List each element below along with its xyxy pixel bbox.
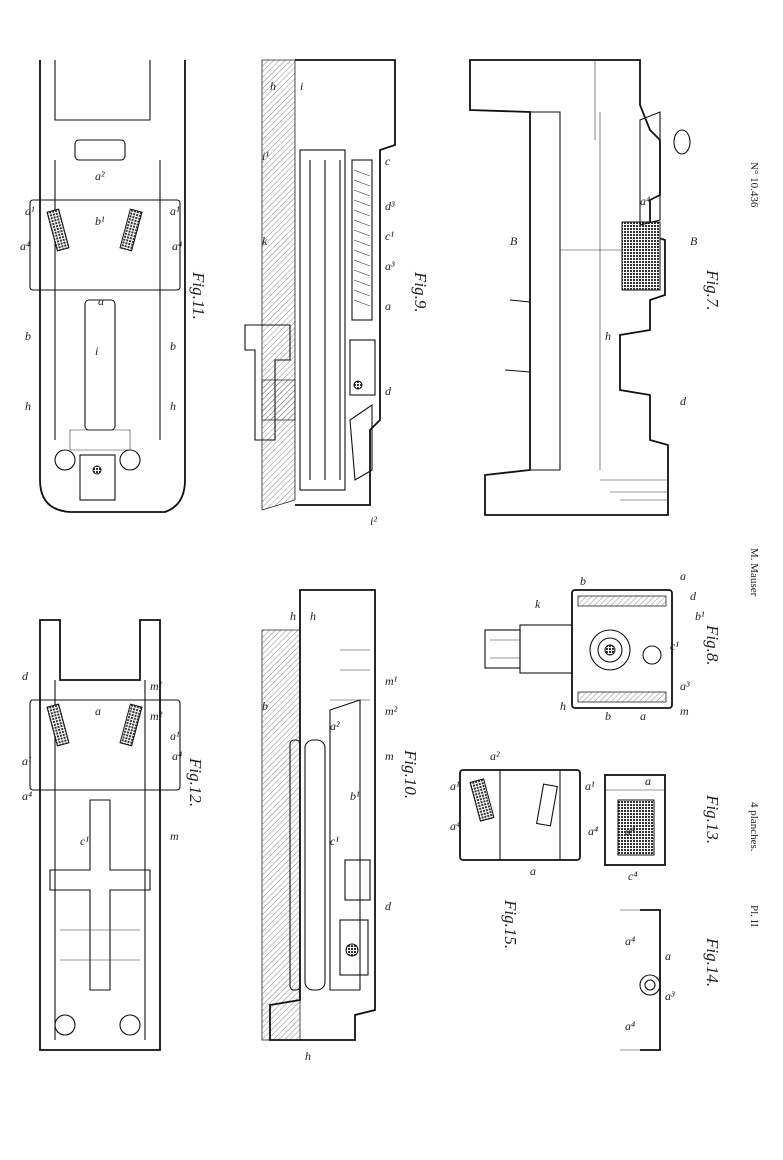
fig11-letter-i: i xyxy=(95,344,98,358)
fig12-drawing xyxy=(29,619,181,1051)
fig9-letter-c1: c¹ xyxy=(385,229,394,243)
fig10-letter-m: m xyxy=(385,749,394,763)
fig8-letter-c1: c¹ xyxy=(670,639,679,653)
fig11-letter-a4-left: a⁴ xyxy=(20,239,30,253)
fig9-drawing xyxy=(244,59,396,511)
fig7-drawing xyxy=(469,59,691,516)
fig15-drawing xyxy=(459,769,581,861)
fig12-letter-a: a xyxy=(95,704,101,718)
fig9-letter-d3: d³ xyxy=(385,199,395,213)
fig11-letter-b-right: b xyxy=(170,339,176,353)
fig15-letter-a4-right: a⁴ xyxy=(588,824,598,838)
fig9-letter-d: d xyxy=(385,384,392,398)
fig10-letter-c1: c¹ xyxy=(330,834,339,848)
fig12-letter-d: d xyxy=(22,669,29,683)
fig8-letter-k: k xyxy=(535,597,541,611)
reference-letters: B B a⁴ h d a d b¹ b k c¹ a³ h b a m h i … xyxy=(20,79,705,1063)
fig8-letter-b: b xyxy=(580,574,586,588)
fig10-letter-m2: m² xyxy=(385,704,398,718)
fig11-letter-a2: a² xyxy=(95,169,105,183)
fig11-letter-a: a xyxy=(98,294,104,308)
fig10-letter-h1: h xyxy=(290,609,296,623)
fig9-letter-a: a xyxy=(385,299,391,313)
fig7-letter-h: h xyxy=(605,329,611,343)
fig8-letter-h: h xyxy=(560,699,566,713)
fig8-letter-b2: b xyxy=(605,709,611,723)
fig8-drawing xyxy=(484,589,673,709)
fig12-letter-m2: m² xyxy=(150,709,163,723)
fig13-drawing xyxy=(604,774,666,866)
fig9-letter-a3: a³ xyxy=(385,259,395,273)
fig10-drawing xyxy=(261,589,376,1041)
fig8-letter-d: d xyxy=(690,589,697,603)
fig11-letter-a4-right: a⁴ xyxy=(172,239,182,253)
fig10-letter-m1: m¹ xyxy=(385,674,398,688)
fig15-letter-a: a xyxy=(530,864,536,878)
fig7-letter-B1: B xyxy=(510,234,518,248)
fig9-letter-i1: i¹ xyxy=(262,149,269,163)
fig9-letter-k: k xyxy=(262,234,268,248)
fig9-letter-h: h xyxy=(270,79,276,93)
fig11-letter-a1-left: a¹ xyxy=(25,204,35,218)
fig8-letter-m: m xyxy=(680,704,689,718)
fig10-letter-h3: h xyxy=(305,1049,311,1063)
fig7-letter-d: d xyxy=(680,394,687,408)
fig8-letter-a: a xyxy=(680,569,686,583)
fig12-letter-m1: m¹ xyxy=(150,679,163,693)
fig12-letter-a4-left: a⁴ xyxy=(22,789,32,803)
fig10-letter-h2: h xyxy=(310,609,316,623)
fig12-letter-a1-left: a¹ xyxy=(22,754,32,768)
fig11-letter-b1: b¹ xyxy=(95,214,105,228)
fig9-letter-i2: i² xyxy=(370,514,377,528)
fig11-letter-a1-right: a¹ xyxy=(170,204,180,218)
fig14-letter-a4-bottom: a⁴ xyxy=(625,1019,635,1033)
fig8-letter-b1: b¹ xyxy=(695,609,705,623)
fig12-letter-a4-right: a⁴ xyxy=(172,749,182,763)
fig13-letter-c4: c⁴ xyxy=(628,869,638,883)
fig10-letter-b: b xyxy=(262,699,268,713)
fig12-letter-c1: c¹ xyxy=(80,834,89,848)
fig15-letter-a4-left: a⁴ xyxy=(450,819,460,833)
fig13-letter-a4: a⁴ xyxy=(625,824,635,838)
fig14-letter-a4-top: a⁴ xyxy=(625,934,635,948)
fig10-letter-a2: a² xyxy=(330,719,340,733)
fig12-letter-a1-right: a¹ xyxy=(170,729,180,743)
fig10-letter-b1: b¹ xyxy=(350,789,360,803)
fig15-letter-a1-right: a¹ xyxy=(585,779,595,793)
fig11-letter-b-left: b xyxy=(25,329,31,343)
fig11-drawing xyxy=(29,60,186,513)
fig12-letter-m: m xyxy=(170,829,179,843)
fig15-letter-a2: a² xyxy=(490,749,500,763)
fig14-letter-a3: a³ xyxy=(665,989,675,1003)
fig10-letter-d: d xyxy=(385,899,392,913)
fig14-drawing xyxy=(620,909,661,1051)
fig11-letter-h-right: h xyxy=(170,399,176,413)
fig9-letter-c: c xyxy=(385,154,391,168)
fig7-letter-a4: a⁴ xyxy=(640,194,650,208)
fig14-letter-a: a xyxy=(665,949,671,963)
fig8-letter-a3: a³ xyxy=(680,679,690,693)
fig11-letter-h-left: h xyxy=(25,399,31,413)
fig15-letter-a1-left: a¹ xyxy=(450,779,460,793)
fig8-letter-a2: a xyxy=(640,709,646,723)
fig7-letter-B2: B xyxy=(690,234,698,248)
fig13-letter-a: a xyxy=(645,774,651,788)
fig9-letter-i: i xyxy=(300,79,303,93)
